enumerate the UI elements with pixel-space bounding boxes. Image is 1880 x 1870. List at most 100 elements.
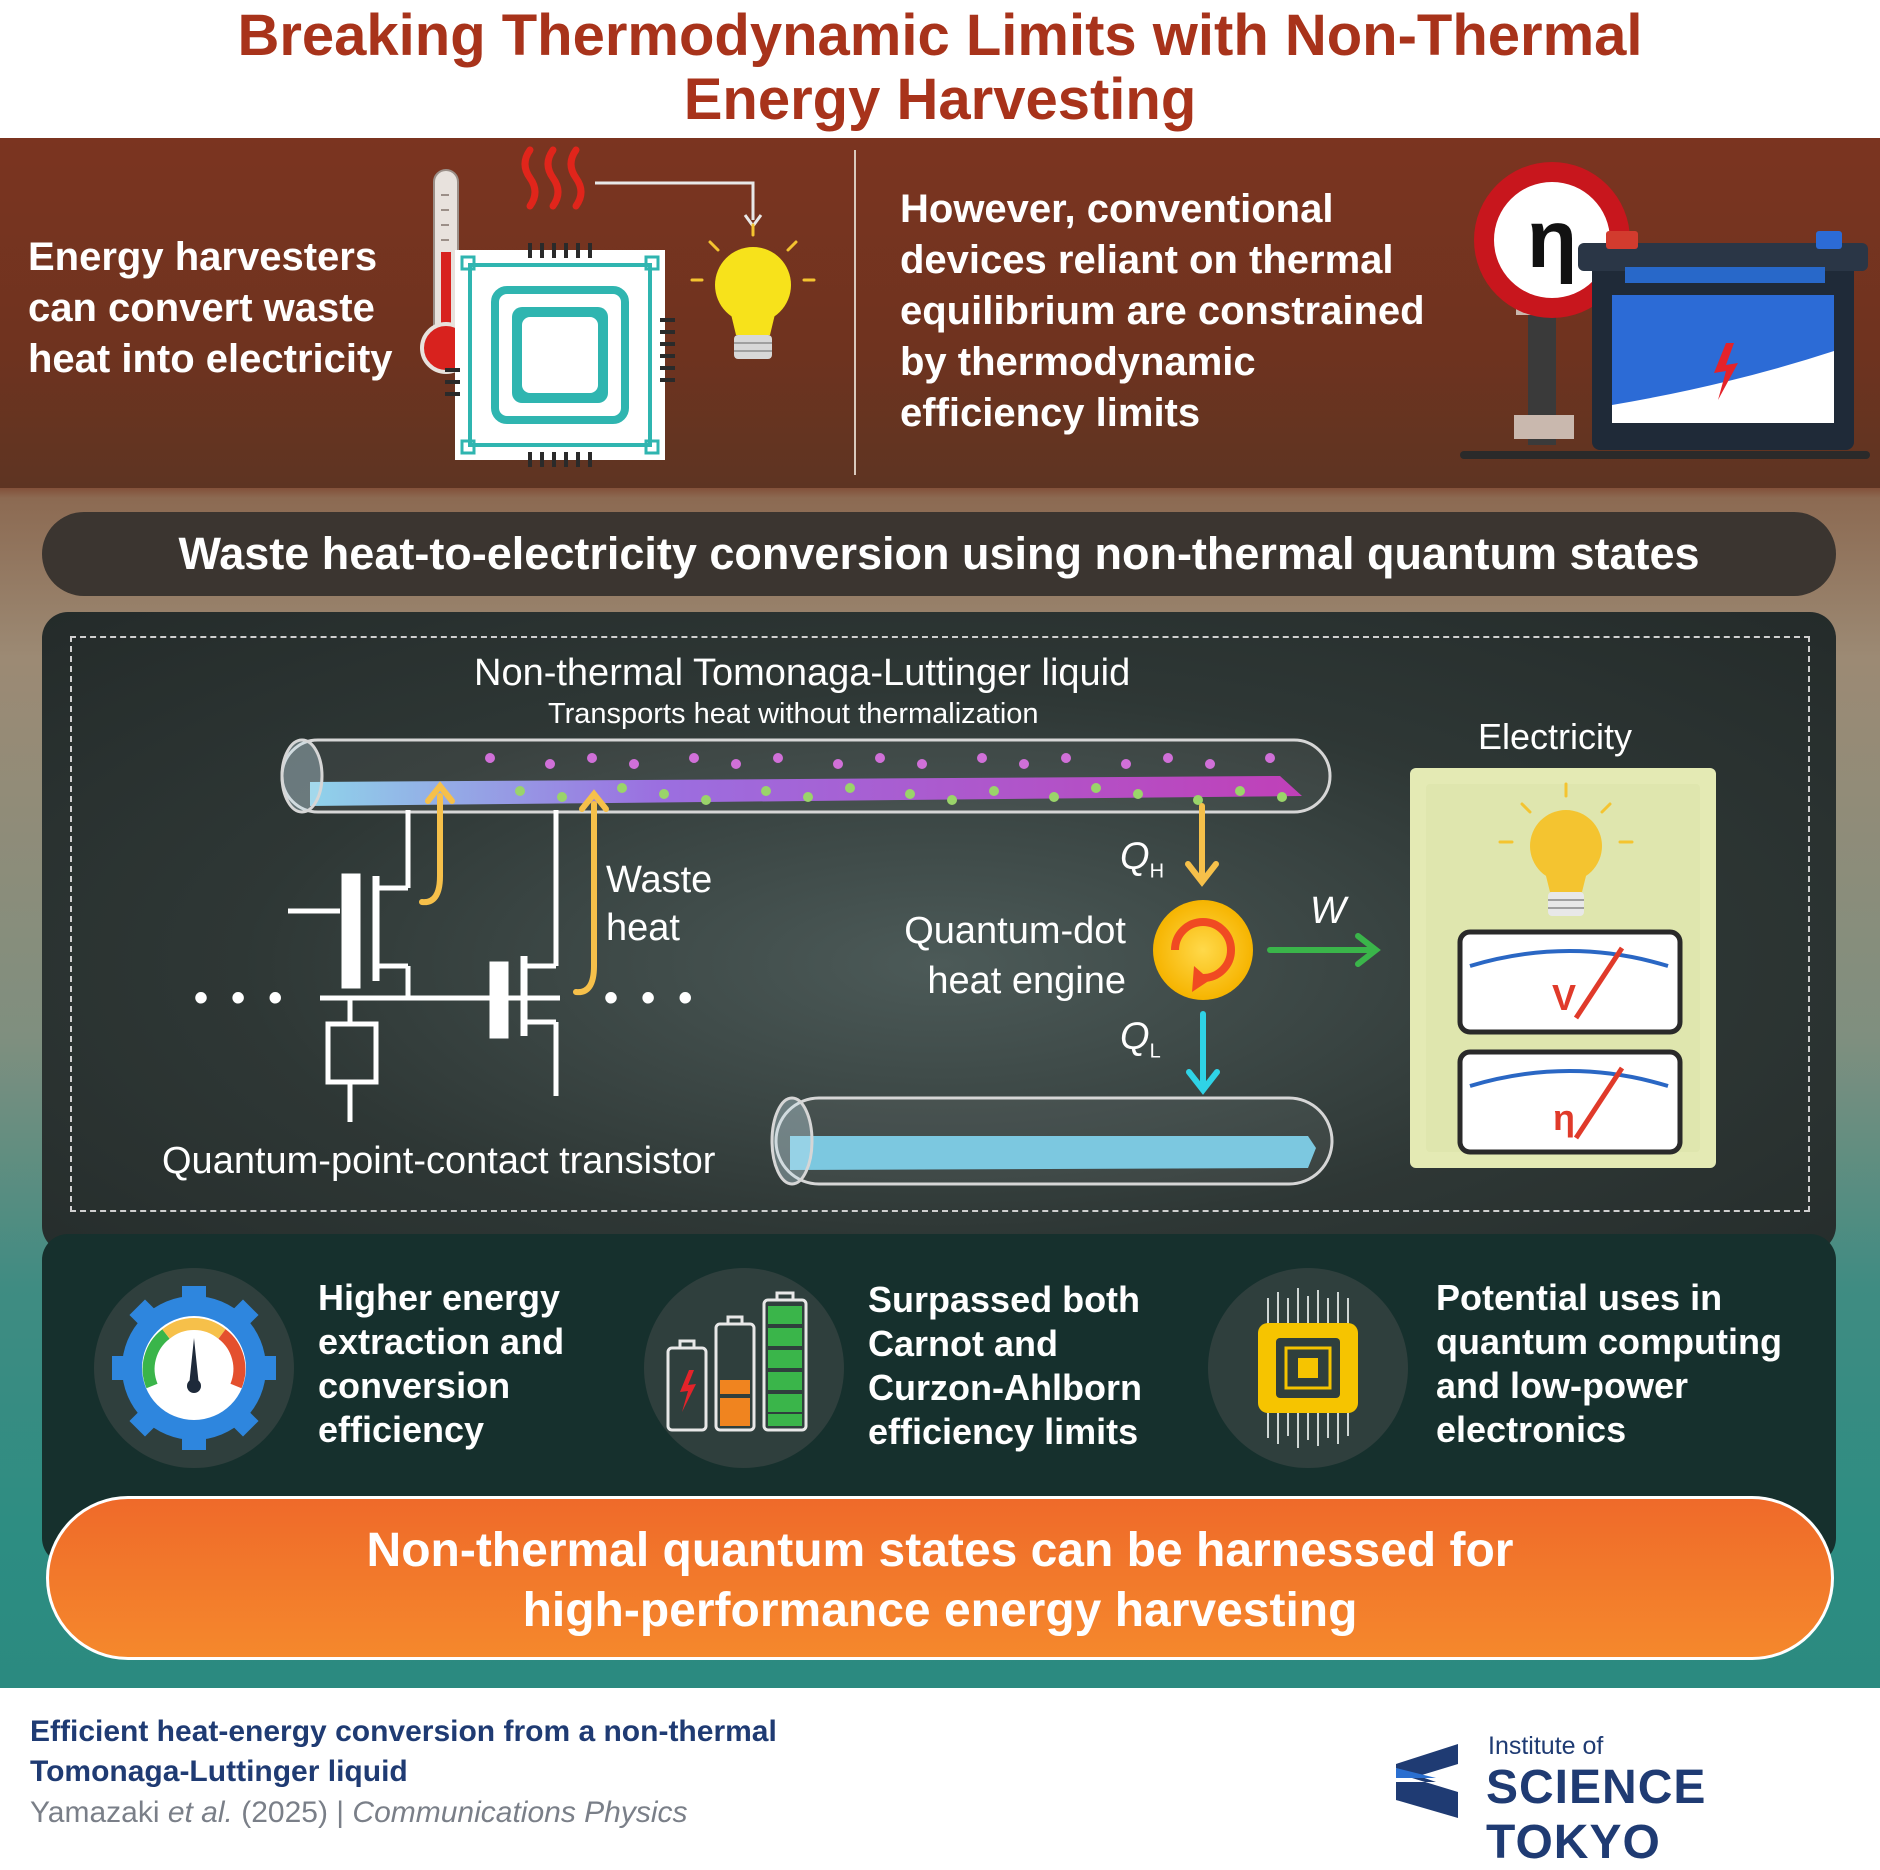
title-line-1: Breaking Thermodynamic Limits with Non-T… [237,3,1643,68]
transistor-circuit [288,810,560,1122]
battery-levels-icon [666,1291,808,1432]
particle-dot [1265,753,1275,763]
waste-heat-chip-illustration [420,146,816,467]
particle-dot [1193,795,1203,805]
feature-icon-circle [1208,1268,1408,1468]
diagram-dashed-frame [70,636,1810,1212]
feature-line: efficiency [318,1409,485,1450]
microchip-icon [1258,1288,1358,1448]
engine-line: heat engine [927,960,1126,1002]
feature-2-text: Surpassed both Carnot and Curzon-Ahlborn… [868,1278,1142,1454]
paper-title-line: Efficient heat-energy conversion from a … [30,1715,777,1748]
conclusion-pill: Non-thermal quantum states can be harnes… [46,1496,1834,1660]
efficiency-limit-illustration: η [1460,162,1870,459]
dots-left: • • • [194,976,289,1020]
feature-line: extraction and [318,1321,565,1362]
waste-heat-line: heat [606,907,680,949]
dots-right: • • • [604,976,699,1020]
ql-main: Q [1120,1016,1150,1058]
citation-authors: Yamazaki [30,1796,168,1829]
particle-dot [773,753,783,763]
citation-et-al: et al. [167,1796,233,1829]
top-right-text: However, conventional devices reliant on… [900,184,1425,439]
top-right-line: efficiency limits [900,391,1201,435]
efficiency-meter-icon [1457,1049,1683,1155]
voltage-meter-icon [1457,929,1683,1035]
top-left-line: Energy harvesters [28,235,378,279]
top-left-line: heat into electricity [28,337,393,381]
feature-3-text: Potential uses in quantum computing and … [1436,1276,1782,1452]
liquid-subtitle: Transports heat without thermalization [548,698,1039,730]
particle-dot [875,753,885,763]
particle-dot [731,759,741,769]
qh-sub: H [1149,860,1165,883]
qh-label: QH [1120,836,1164,884]
particle-dot [545,759,555,769]
particle-dot [833,759,843,769]
feature-line: Higher energy [318,1277,561,1318]
ql-arrow [1186,1011,1220,1095]
feature-line: efficiency limits [868,1411,1139,1452]
particle-dot [485,753,495,763]
feature-line: Carnot and [868,1323,1059,1364]
qh-main: Q [1120,836,1150,878]
top-right-line: However, conventional [900,187,1334,231]
citation: Yamazaki et al. (2025) | Communications … [30,1796,688,1830]
feature-1-text: Higher energy extraction and conversion … [318,1276,564,1452]
meter-v-label: V [1552,977,1576,1018]
feature-line: Curzon-Ahlborn [868,1367,1142,1408]
particle-dot [1163,753,1173,763]
particle-dot [1091,783,1101,793]
particle-dot [515,786,525,796]
conclusion-line: Non-thermal quantum states can be harnes… [366,1524,1514,1577]
cold-liquid-tube [770,1096,1334,1186]
particle-dot [761,786,771,796]
waste-heat-line: Waste [606,859,713,901]
citation-journal: Communications Physics [352,1796,688,1829]
particle-dot [803,792,813,802]
particle-dot [1235,786,1245,796]
feature-icon-circle [94,1268,294,1468]
engine-label: Quantum-dot heat engine [860,906,1126,1006]
lightbulb-icon [690,223,816,359]
particle-dot [905,789,915,799]
heat-engine-icon [1153,900,1253,1000]
top-right-line: by thermodynamic [900,340,1256,384]
top-left-line: can convert waste [28,286,375,330]
particle-dot [1121,759,1131,769]
qh-arrow [1185,803,1219,887]
page-title: Breaking Thermodynamic Limits with Non-T… [0,0,1880,138]
particle-dot [1277,792,1287,802]
battery-icon [1460,231,1870,459]
particle-dot [977,753,987,763]
particle-dot [1019,759,1029,769]
ql-sub: L [1149,1040,1161,1063]
particle-dot [989,786,999,796]
waste-heat-label: Waste heat [606,856,712,952]
particle-dot [845,783,855,793]
feature-line: quantum computing [1436,1321,1782,1362]
title-line-2: Energy Harvesting [683,67,1197,132]
work-arrow [1267,933,1381,967]
conclusion-line: high-performance energy harvesting [522,1584,1358,1637]
footer [0,1688,1880,1840]
section-banner: Waste heat-to-electricity conversion usi… [42,512,1836,596]
meter-eta-label: η [1553,1097,1575,1138]
feature-line: conversion [318,1365,511,1406]
particle-dot [659,789,669,799]
diagram-graphics: V η [280,738,1716,1186]
lightbulb-icon [1498,782,1634,916]
particle-dot [1061,753,1071,763]
feature-line: and low-power [1436,1365,1688,1406]
top-right-line: equilibrium are constrained [900,289,1425,333]
particle-dot [629,759,639,769]
top-divider [854,150,856,475]
particle-dot [1205,759,1215,769]
feature-icon-circle [644,1268,844,1468]
paper-title: Efficient heat-energy conversion from a … [30,1712,777,1792]
transistor-label: Quantum-point-contact transistor [162,1140,716,1182]
microchip-icon [445,243,675,467]
science-tokyo-logo-icon [1396,1744,1458,1818]
particle-dot [617,783,627,793]
particle-dot [557,792,567,802]
